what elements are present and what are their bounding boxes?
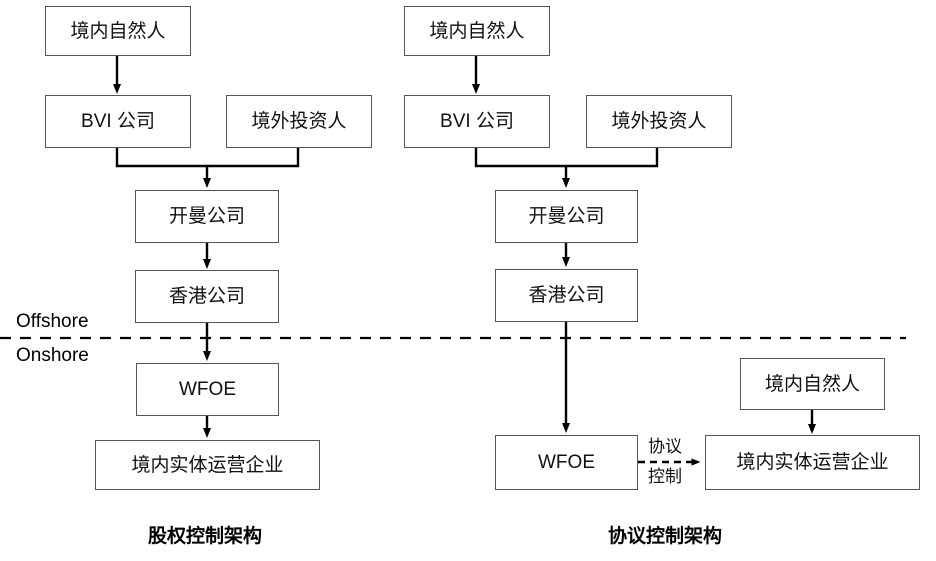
node-l-bvi[interactable]: BVI 公司: [45, 95, 191, 148]
node-r-offshore-investor[interactable]: 境外投资人: [586, 95, 732, 148]
node-r-bvi[interactable]: BVI 公司: [404, 95, 550, 148]
node-r-hongkong[interactable]: 香港公司: [495, 269, 638, 322]
node-r-natural-person[interactable]: 境内自然人: [404, 6, 550, 56]
node-r-operating-entity[interactable]: 境内实体运营企业: [705, 435, 920, 490]
node-l-wfoe[interactable]: WFOE: [136, 363, 279, 416]
node-r-natural-person-2[interactable]: 境内自然人: [740, 358, 885, 410]
node-r-cayman[interactable]: 开曼公司: [495, 190, 638, 243]
region-label-offshore: Offshore: [16, 311, 89, 332]
node-l-hongkong[interactable]: 香港公司: [135, 270, 279, 323]
connector-r-bvi-join: [474, 148, 659, 168]
node-l-natural-person[interactable]: 境内自然人: [45, 6, 191, 56]
node-r-wfoe[interactable]: WFOE: [495, 435, 638, 490]
region-label-onshore: Onshore: [16, 345, 89, 366]
caption-left-structure: 股权控制架构: [147, 526, 262, 547]
node-l-operating-entity[interactable]: 境内实体运营企业: [95, 440, 320, 490]
caption-right-structure: 协议控制架构: [607, 526, 722, 547]
edge-label-agreement-control-line2: 控制: [641, 468, 689, 486]
connector-l-bvi-join: [115, 148, 300, 168]
node-l-offshore-investor[interactable]: 境外投资人: [226, 95, 372, 148]
node-l-cayman[interactable]: 开曼公司: [135, 190, 279, 243]
edge-label-agreement-control-line1: 协议: [641, 438, 689, 456]
